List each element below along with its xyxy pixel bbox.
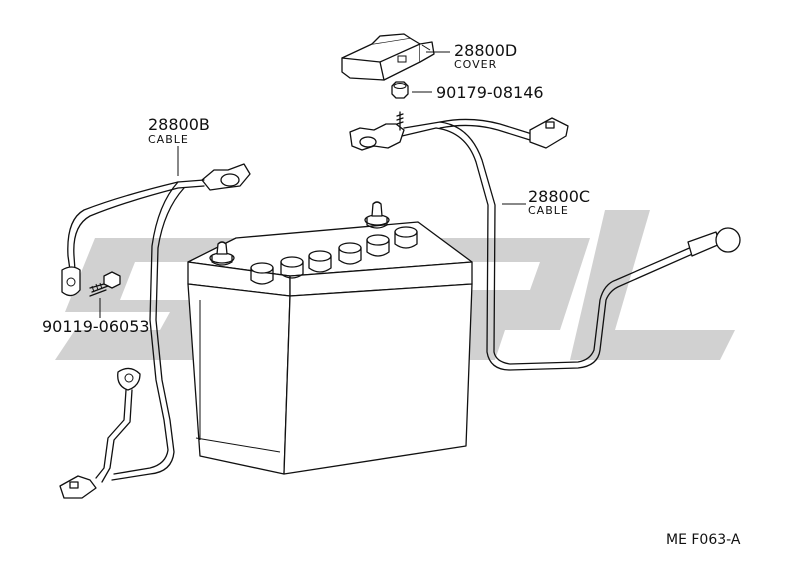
nut — [391, 81, 409, 99]
positive-cable — [349, 111, 741, 371]
terminal-cover — [341, 33, 435, 81]
bolt-part-number: 90119-06053 — [42, 317, 150, 336]
cover-part-number: 28800D — [454, 41, 517, 60]
negative-cable-part-number: 28800B — [148, 115, 210, 134]
positive-cable-part-name: CABLE — [528, 204, 569, 217]
battery-cell-caps — [250, 226, 418, 285]
positive-cable-part-number: 28800C — [528, 187, 590, 206]
negative-cable — [59, 163, 251, 499]
negative-cable-part-name: CABLE — [148, 133, 189, 146]
bolt — [89, 271, 121, 297]
negative-terminal-post — [209, 241, 235, 266]
battery — [187, 201, 473, 475]
nut-part-number: 90179-08146 — [436, 83, 544, 102]
leader-lines — [99, 51, 526, 318]
figure-reference: ME F063-A — [666, 532, 741, 548]
cover-part-name: COVER — [454, 58, 497, 71]
positive-terminal-post — [364, 201, 390, 229]
